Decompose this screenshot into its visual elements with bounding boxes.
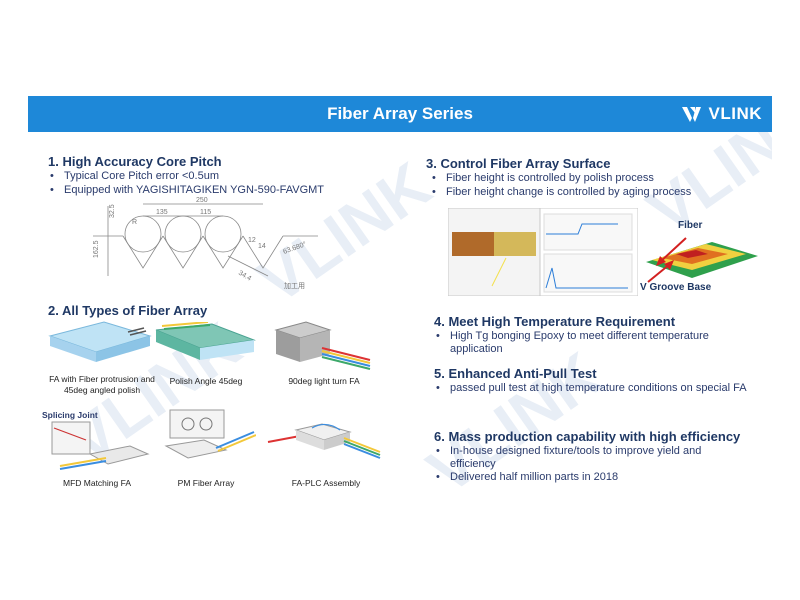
dim-32-5: 32.5 <box>109 204 116 218</box>
polish-angle-45-image <box>155 322 256 360</box>
caption-pm-fiber: PM Fiber Array <box>177 478 235 488</box>
section-6-title: 6. Mass production capability with high … <box>434 429 741 444</box>
section-6-bullet-1: In-house designed fixture/tools to impro… <box>436 445 740 471</box>
caption-light-turn: 90deg light turn FA <box>288 376 360 386</box>
section-1-bullet-1: Typical Core Pitch error <0.5um <box>50 170 219 183</box>
section-3-bullet-1: Fiber height is controlled by polish pro… <box>432 172 654 185</box>
vlink-logo-icon <box>681 107 701 122</box>
light-turn-fa-image <box>274 321 371 370</box>
caption-mfd-matching: MFD Matching FA <box>62 478 132 488</box>
section-1-bullet-2: Equipped with YAGISHITAGIKEN YGN-590-FAV… <box>50 184 324 197</box>
dim-135: 135 <box>156 209 168 216</box>
section-4-bullet-1: High Tg bonging Epoxy to meet different … <box>436 330 750 356</box>
dim-angle: 63.680° <box>282 240 308 256</box>
fiber-label: Fiber <box>678 220 703 231</box>
dim-12: 12 <box>248 237 256 244</box>
dim-162-5: 162.5 <box>93 240 100 258</box>
fa-fiber-protrusion-image <box>48 321 152 362</box>
dim-14: 14 <box>258 243 266 250</box>
dim-note: 加工用 <box>284 281 305 290</box>
dim-250: 250 <box>196 197 208 204</box>
section-5-title: 5. Enhanced Anti-Pull Test <box>434 366 597 381</box>
fiber-3d-profile-image <box>646 242 758 278</box>
slide: VLINK VLINK VLINK VLINK Fiber Array Seri… <box>28 96 772 502</box>
fiber-arrow-icon <box>656 237 687 266</box>
section-4-title: 4. Meet High Temperature Requirement <box>434 314 676 329</box>
splicing-joint-callout: Splicing Joint <box>42 410 98 420</box>
v-groove-arrow-icon <box>647 260 674 283</box>
section-3-bullet-2: Fiber height change is controlled by agi… <box>432 186 691 199</box>
v-groove-label: V Groove Base <box>640 282 712 293</box>
section-2-title: 2. All Types of Fiber Array <box>48 303 208 318</box>
caption-fa-plc: FA-PLC Assembly <box>291 478 361 488</box>
slide-title: Fiber Array Series <box>327 104 473 123</box>
core-pitch-drawing: 250 135 115 162.5 R 63.680° 32.5 34.4 14… <box>93 197 318 290</box>
brand-name: VLINK <box>708 104 762 123</box>
surface-profile-screenshot <box>448 208 638 296</box>
caption-polish-angle: Polish Angle 45deg <box>169 376 243 386</box>
fa-plc-assembly-image <box>267 423 381 459</box>
section-6-bullet-2: Delivered half million parts in 2018 <box>436 471 740 484</box>
dim-34-4: 34.4 <box>237 270 252 283</box>
brand-logo: VLINK <box>681 103 763 125</box>
pm-fiber-array-image <box>164 409 256 459</box>
mfd-matching-fa-image <box>51 421 150 470</box>
section-3-title: 3. Control Fiber Array Surface <box>426 156 611 171</box>
title-banner <box>28 96 772 132</box>
dim-115: 115 <box>200 209 211 216</box>
section-1-title: 1. High Accuracy Core Pitch <box>48 154 222 169</box>
caption-fa-protrusion: FA with Fiber protrusion and 45deg angle… <box>49 374 155 395</box>
dim-r: R <box>132 219 137 226</box>
section-5-bullet-1: passed pull test at high temperature con… <box>436 382 750 395</box>
